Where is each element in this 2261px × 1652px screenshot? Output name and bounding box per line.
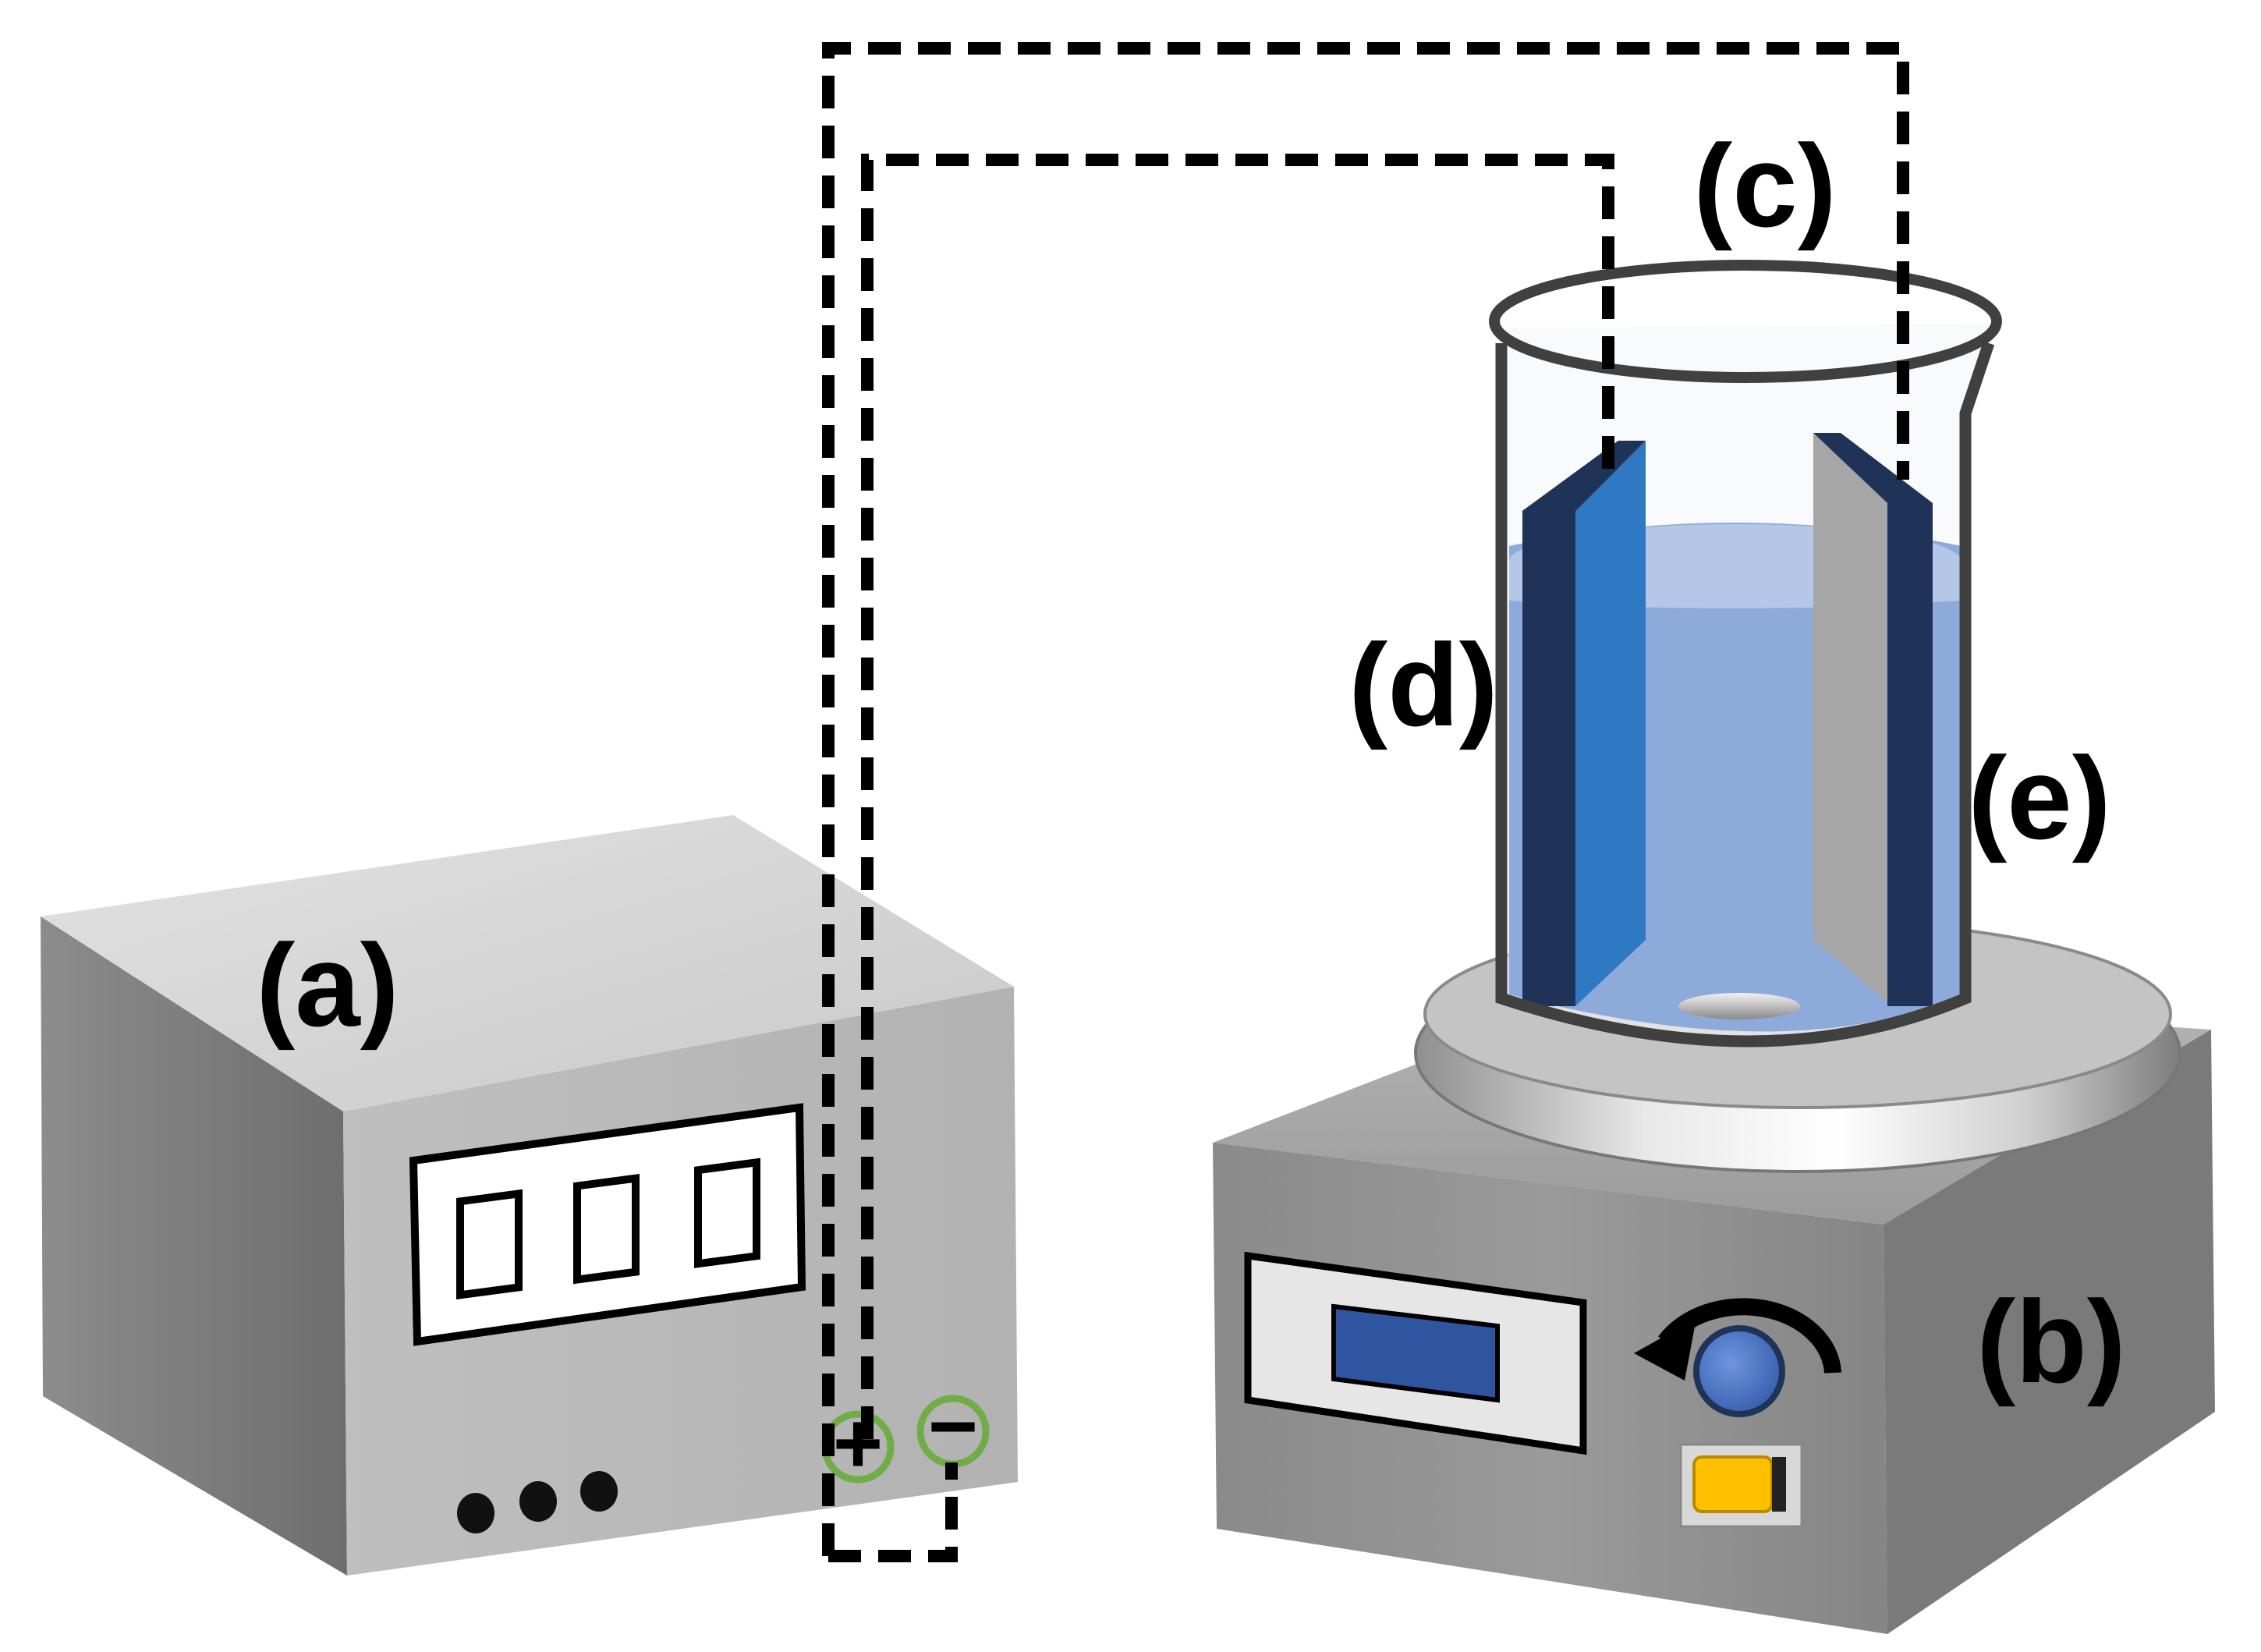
label-power-supply: (a) xyxy=(256,920,399,1051)
power-supply-button-3 xyxy=(580,1471,618,1512)
beaker-outline xyxy=(1495,341,1995,1048)
rotation-arrow-head-icon xyxy=(1634,1318,1696,1381)
label-right-electrode: (e) xyxy=(1968,732,2110,863)
wire-to-right-electrode xyxy=(822,42,1909,1556)
stirrer-right-side xyxy=(1884,1030,2215,1634)
display-digit-3 xyxy=(694,1157,760,1268)
right-electrode xyxy=(1813,433,1933,1006)
negative-terminal-sign: − xyxy=(928,1378,978,1474)
beaker xyxy=(1489,260,2002,1048)
speed-knob[interactable] xyxy=(1693,1325,1785,1417)
power-supply: + − xyxy=(41,815,1018,1576)
positive-terminal-sign: + xyxy=(833,1395,883,1491)
left-electrode xyxy=(1522,441,1646,1006)
stir-bar xyxy=(1678,993,1800,1019)
power-supply-left-side xyxy=(41,916,347,1576)
wire-negative-loop xyxy=(828,1462,958,1562)
magnetic-stirrer xyxy=(1213,919,2215,1634)
left-electrode-face xyxy=(1575,441,1646,1006)
stirrer-screen xyxy=(1331,1303,1500,1403)
power-supply-top xyxy=(41,815,1014,1111)
label-left-electrode: (d) xyxy=(1348,619,1498,750)
label-beaker: (c) xyxy=(1693,120,1836,251)
power-switch[interactable] xyxy=(1692,1455,1774,1513)
power-supply-button-1 xyxy=(457,1493,494,1533)
left-electrode-top xyxy=(1522,441,1646,511)
wire-to-left-electrode xyxy=(861,154,1614,1439)
power-switch-edge xyxy=(1772,1457,1786,1512)
beaker-rim xyxy=(1489,260,2002,383)
right-electrode-side xyxy=(1887,503,1933,1006)
display-digit-2 xyxy=(573,1174,640,1285)
label-stirrer: (b) xyxy=(1976,1276,2126,1407)
right-electrode-face xyxy=(1813,433,1887,1002)
right-electrode-top xyxy=(1813,433,1933,503)
rotation-arrow-icon xyxy=(1658,1298,1841,1374)
connection-wires xyxy=(822,42,1909,1562)
display-digit-1 xyxy=(456,1189,523,1299)
power-supply-button-2 xyxy=(519,1481,557,1522)
